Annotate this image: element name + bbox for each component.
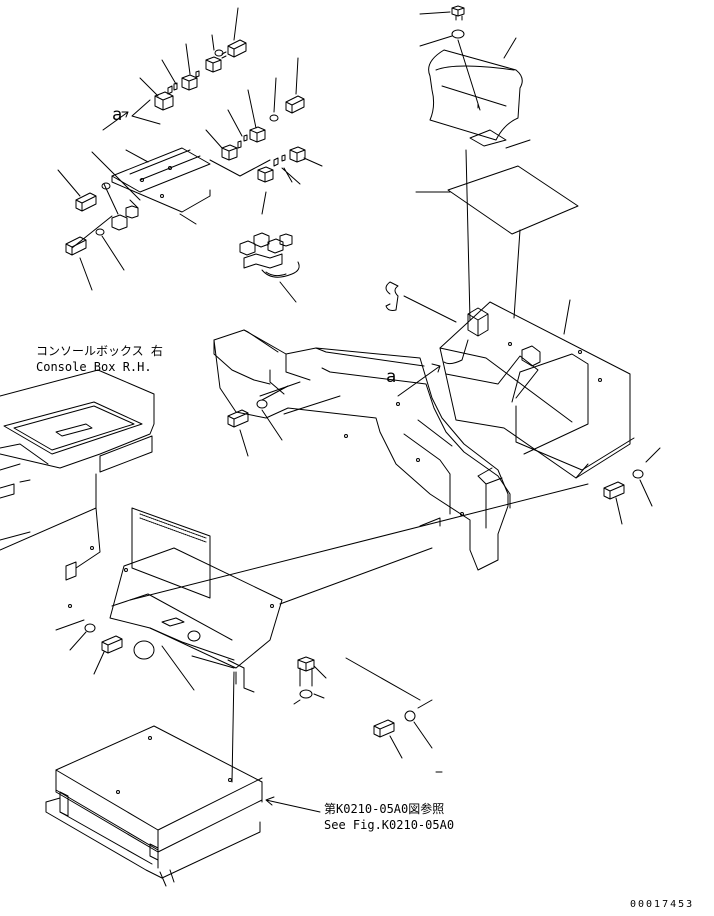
bolt-lower-middle [345,657,443,773]
console-box-rh [0,369,155,608]
switch-harness [239,232,300,303]
see-fig-label-en: See Fig.K0210-05A0 [324,818,455,832]
washer [101,182,111,190]
washer [95,228,105,236]
storage-box [439,299,635,479]
reference-arrow [265,796,321,813]
switch-block-1 [154,91,174,111]
washer [269,114,279,122]
washer [404,710,416,722]
washer [256,399,268,409]
view-ref-a-top: a [112,105,123,125]
drawing-code: 00017453 [630,899,695,910]
washer [451,29,465,39]
switch-block-6 [257,166,274,183]
notch [419,517,441,527]
cap [133,640,155,660]
switch-small [65,561,77,581]
switch-assembly [57,7,323,291]
insulation-sheet [447,165,579,235]
bolt-lower-left [55,619,123,675]
view-arrow-a-top [102,111,129,131]
console-frame [213,329,511,571]
controller-box [45,725,321,887]
see-fig-label-ja: 第K0210-05A0図参照 [324,802,445,816]
console-box-label-ja: コンソールボックス 右 [36,344,163,358]
switch-block-3 [205,56,222,73]
clip-parts [167,82,178,95]
washer [632,469,644,479]
switch-block-2 [181,74,198,91]
mounting-bracket [111,147,211,213]
label-plate [469,129,507,147]
washer [214,49,224,57]
switch-block-7 [289,146,306,163]
clip-part [385,281,399,311]
grommet [187,630,201,642]
bolt-top-2 [285,95,305,114]
washer [84,623,96,633]
curved-cover [428,49,523,141]
switch-block-5 [249,126,266,143]
switch-block-4 [221,144,238,161]
bolt-right [603,447,661,525]
console-box-label-en: Console Box R.H. [36,360,152,374]
clip-part [195,70,200,78]
bolt-cover [451,5,465,21]
bolt-top-1 [221,39,247,59]
cover-assembly [415,5,579,321]
panel-cover [109,507,283,693]
bolt-center-left [227,385,289,457]
view-ref-a-mid: a [386,367,397,387]
view-arrow-a-mid [397,363,441,397]
washer [299,689,313,699]
bolt-vertical [293,656,327,705]
bolt-left-1 [75,192,97,212]
